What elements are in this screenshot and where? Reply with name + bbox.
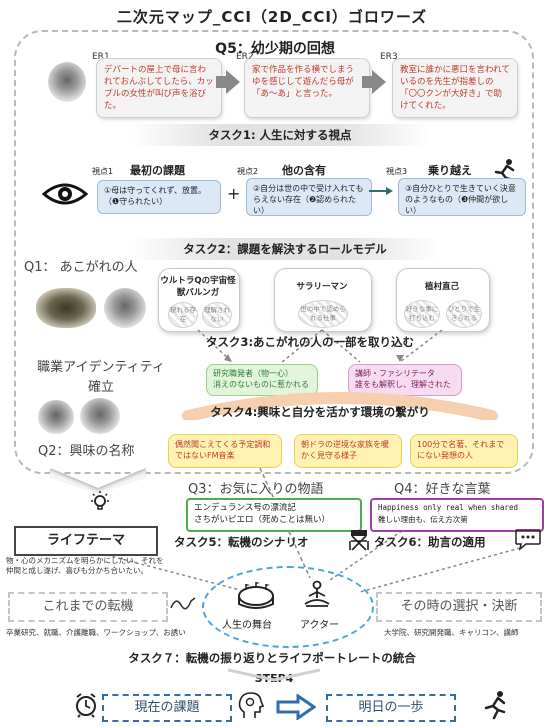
role-model-1-trait-b: 理解されない bbox=[202, 302, 232, 328]
q4-heading: Q4：好きな言葉 bbox=[394, 482, 491, 497]
viewpoint2-num: 視点2 bbox=[237, 167, 259, 176]
current-issue-box: 現在の課題 bbox=[102, 694, 232, 722]
next-step-box: 明日の一歩 bbox=[326, 694, 456, 722]
viewpoint3-num: 視点3 bbox=[386, 167, 408, 176]
career-identity-label: 職業アイデンティティ確立 bbox=[37, 360, 165, 395]
er-arrow-body-2 bbox=[362, 76, 374, 88]
running-person-icon bbox=[484, 691, 506, 720]
viewpoint1-title: 最初の課題 bbox=[130, 164, 185, 177]
past-transitions-note: 卒業研究、就職、介護離職、ワークショップ、お誘い bbox=[6, 628, 186, 637]
er1-box: デパートの屋上で母に言われておんぶしてしたら、カップルの女性が叫び声を浴びた。 bbox=[96, 58, 222, 118]
role-model-3-name: 植村直己 bbox=[424, 282, 459, 292]
choices-note: 大学院、研究開発職、キャリコン、講師 bbox=[384, 628, 519, 637]
wave-icon bbox=[170, 597, 196, 610]
interest-box-3: 100分で名著、それまでにない発想の人 bbox=[410, 434, 518, 468]
viewpoint1-num: 視点1 bbox=[92, 167, 114, 176]
task6-label: タスク6：助言の適用 bbox=[374, 535, 486, 549]
viewpoint2-title: 他の含有 bbox=[282, 164, 326, 177]
q1-heading: Q1： あこがれの人 bbox=[24, 260, 138, 275]
task7-label: タスク７：転機の振り返りとライフポートレートの統合 bbox=[128, 651, 416, 665]
choices-box: その時の選択・決断 bbox=[376, 592, 542, 622]
interest-box-2: 朝ドラの逆境な家族を暖かく見守る様子 bbox=[294, 434, 402, 468]
step-chevron bbox=[228, 668, 320, 682]
er3-box: 教室に誰かに悪口を言われているのを先生が指差しの「〇〇クンが大好き」で助けてくれ… bbox=[392, 58, 518, 118]
task1-band bbox=[130, 124, 430, 146]
eye-icon bbox=[42, 183, 88, 205]
er-arrow-1 bbox=[226, 70, 240, 94]
speech-bubble-icon bbox=[515, 529, 541, 551]
researcher-box: 研究職発者（物一心） 消えのないものに惹かれる bbox=[206, 364, 318, 396]
task2-band bbox=[130, 238, 440, 260]
role-model-2-trait-a: 世の中で認められる仕事 bbox=[298, 300, 348, 328]
life-theme-note: 物・心のメカニズムを明らかにしたい、それを仲間と成し遂げ、喜びも分かち合いたい。 bbox=[6, 556, 164, 575]
right-arrow-icon bbox=[276, 694, 316, 720]
past-transitions-box: これまでの転機 bbox=[8, 592, 168, 622]
q3-heading: Q3：お気に入りの物語 bbox=[188, 482, 324, 497]
er2-box: 家で作品を作る横でしまうゆを感じして遊んだら母が「あ〜あ」と言った。 bbox=[244, 58, 370, 118]
favorite-words-box: Happiness only real when shared 難しい理由も、伝… bbox=[370, 498, 544, 532]
task4-label: タスク4:興味と自分を活かす環境の繋がり bbox=[210, 405, 430, 419]
viewpoint2-box: ②自分は世の中で受け入れてもらえない存在（❷認められたい） bbox=[246, 178, 372, 216]
q2-heading: Q2：興味の名称 bbox=[38, 444, 135, 459]
down-chevron-arrow bbox=[49, 468, 147, 494]
task4-arc bbox=[182, 392, 498, 420]
stadium-icon bbox=[238, 582, 274, 609]
stage-ellipse bbox=[202, 566, 374, 648]
lightbulb-icon bbox=[91, 491, 109, 510]
actor-label: アクター bbox=[300, 620, 340, 631]
role-model-2-name: サラリーマン bbox=[296, 282, 348, 292]
viewpoint-arrow bbox=[369, 187, 393, 195]
q5-heading: Q5：幼少期の回想 bbox=[215, 41, 335, 57]
director-chair-icon bbox=[349, 530, 369, 551]
life-theme-box: ライフテーマ bbox=[14, 526, 158, 556]
favorite-story-box: エンデュランス号の漂流記 さちがいピエロ（死めことは無い） bbox=[186, 498, 362, 532]
childhood-photo bbox=[48, 62, 86, 102]
person-photo-2 bbox=[80, 398, 120, 434]
task3-label: タスク3:あこがれの人の一部を取り込む bbox=[205, 335, 415, 349]
alarm-clock-icon bbox=[76, 693, 96, 718]
balloon-monster-photo bbox=[36, 288, 96, 328]
er-arrow-2 bbox=[372, 70, 386, 94]
role-model-3-trait-b: ひとりで生きられる bbox=[446, 300, 482, 328]
upper-section-frame bbox=[14, 30, 534, 474]
er2-label: ER2 bbox=[236, 52, 254, 62]
role-model-1-name: ウルトラQの宇宙怪獣バルンガ bbox=[160, 276, 236, 298]
plus-sign: + bbox=[227, 184, 241, 203]
head-lightbulb-icon bbox=[238, 692, 265, 718]
task2-label: タスク2：課題を解決するロールモデル bbox=[183, 242, 387, 256]
page-title: 二次元マップ_CCI（2D_CCI）ゴロワーズ bbox=[116, 8, 428, 26]
interest-box-1: 偶然聞こえてくる予定調和ではないFM音楽 bbox=[168, 434, 282, 468]
person-photo-1 bbox=[38, 400, 74, 434]
stage-label: 人生の舞台 bbox=[222, 620, 272, 631]
er-arrow-body-1 bbox=[216, 76, 228, 88]
task5-label: タスク5：転機のシナリオ bbox=[174, 535, 309, 549]
role-model-3-trait-a: 好きな事に打ち込む bbox=[404, 300, 440, 328]
task1-label: タスク1: 人生に対する視点 bbox=[208, 128, 352, 142]
er3-label: ER3 bbox=[380, 52, 398, 62]
actor-pose-icon bbox=[304, 580, 330, 607]
er1-label: ER1 bbox=[92, 52, 110, 62]
viewpoint1-box: ①母は守ってくれず、放置。（❶守られたい） bbox=[97, 180, 221, 214]
viewpoint3-box: ③自分ひとりで生きていく決意のようなもの（❸仲間が欲しい） bbox=[398, 178, 526, 216]
climber-photo bbox=[104, 288, 146, 328]
viewpoint3-title: 乗り越え bbox=[428, 164, 472, 177]
role-model-1-trait-a: 現れる存在 bbox=[168, 302, 198, 328]
